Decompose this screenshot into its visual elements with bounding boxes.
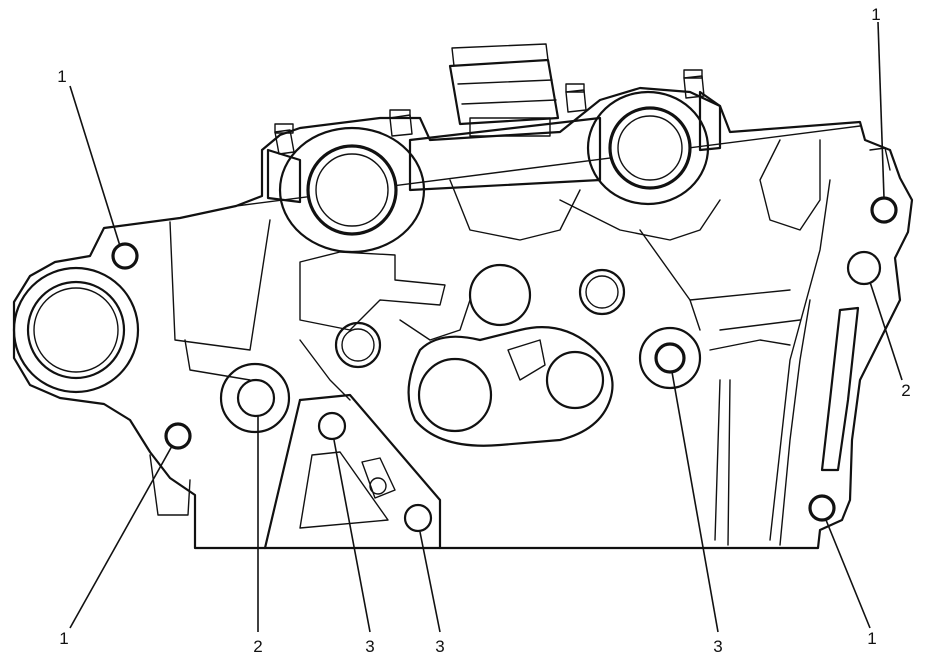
bolt-hole-1b [164,422,192,450]
right-slot [820,147,891,472]
camshaft-bearing-caps [266,69,722,254]
callout-label: 1 [59,629,68,648]
callout-label: 1 [57,67,66,86]
callout-label: 1 [871,5,880,24]
lower-bracket [149,393,442,550]
callout-label: 3 [713,637,722,656]
left-end-bore [12,266,140,394]
central-ports [334,263,702,447]
callout-label: 3 [365,637,374,656]
leader-lines [69,21,903,633]
dowel-hole-2a [236,378,276,418]
bolt-hole-1a [111,242,139,270]
callout-label: 2 [253,637,262,656]
callout-label: 1 [867,629,876,648]
callout-label: 2 [901,381,910,400]
cam-position-sensor [448,43,560,137]
callout-labels: 1 1 1 1 2 2 3 3 3 [57,5,910,656]
bolt-hole-3b [403,503,433,533]
bolt-hole-1c [870,196,898,224]
bolt-hole-1d [808,494,836,522]
callout-label: 3 [435,637,444,656]
bolt-hole-3c [654,342,686,374]
bolt-hole-3a [317,411,347,441]
numbered-holes [111,196,898,533]
internal-passages [169,139,831,546]
dowel-hole-2b [846,250,882,286]
